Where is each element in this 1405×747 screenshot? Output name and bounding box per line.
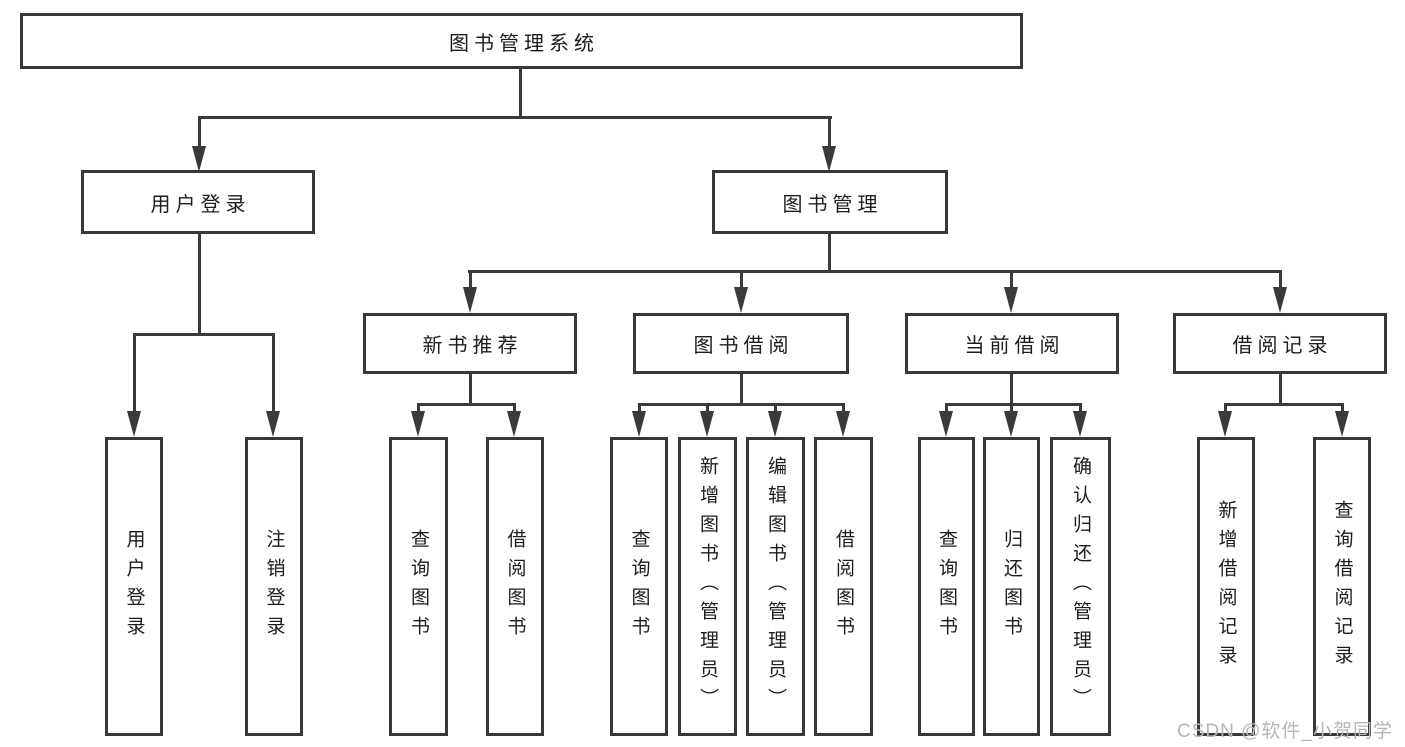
connector-line — [638, 403, 641, 414]
node-label: 用户登录 — [150, 193, 251, 216]
arrowhead-icon — [700, 411, 714, 437]
node-label: 查询借阅记录 — [1331, 499, 1353, 674]
leaf-query-borrow-record: 查询借阅记录 — [1313, 437, 1371, 736]
leaf-edit-books-admin: 编辑图书（管理员） — [746, 437, 805, 736]
leaf-add-borrow-record: 新增借阅记录 — [1197, 437, 1255, 736]
arrowhead-icon — [1004, 287, 1018, 313]
connector-line — [706, 403, 709, 414]
node-book-management: 图书管理 — [712, 170, 948, 234]
watermark: CSDN @软件_小贺同学 — [1177, 721, 1393, 742]
connector-line — [945, 403, 1082, 406]
node-user-login: 用户登录 — [81, 170, 315, 234]
leaf-return-books: 归还图书 — [983, 437, 1040, 736]
leaf-logout-login: 注销登录 — [245, 437, 303, 736]
node-label: 当前借阅 — [964, 335, 1065, 357]
node-label: 图书借阅 — [693, 335, 794, 357]
node-label: 新增图书（管理员） — [697, 456, 718, 717]
node-current-borrowing: 当前借阅 — [905, 313, 1119, 374]
connector-line — [198, 116, 832, 119]
node-label: 图书管理 — [782, 193, 883, 216]
connector-line — [1010, 372, 1013, 406]
node-label: 查询图书 — [628, 528, 650, 645]
node-label: 新增借阅记录 — [1215, 499, 1237, 674]
connector-line — [1010, 403, 1013, 414]
node-borrowing-records: 借阅记录 — [1173, 313, 1387, 374]
node-label: 查询图书 — [408, 528, 429, 645]
connector-line — [272, 333, 275, 413]
connector-line — [198, 232, 201, 336]
arrowhead-icon — [507, 411, 521, 437]
arrowhead-icon — [734, 287, 748, 313]
arrowhead-icon — [266, 411, 280, 437]
connector-line — [133, 333, 275, 336]
leaf-borrowing-query-books: 查询图书 — [610, 437, 668, 736]
leaf-current-query-books: 查询图书 — [918, 437, 975, 736]
connector-line — [842, 403, 845, 414]
node-new-book-recommend: 新书推荐 — [363, 313, 577, 374]
connector-line — [1224, 403, 1227, 414]
node-label: 用户登录 — [123, 528, 145, 645]
node-label: 编辑图书（管理员） — [765, 456, 786, 717]
connector-line — [469, 372, 472, 406]
connector-line — [1279, 270, 1282, 289]
leaf-user-login: 用户登录 — [105, 437, 163, 736]
connector-line — [198, 116, 201, 148]
connector-line — [417, 403, 420, 414]
connector-line — [945, 403, 948, 414]
arrowhead-icon — [1335, 411, 1349, 437]
connector-line — [638, 403, 845, 406]
connector-line — [1279, 372, 1282, 406]
arrowhead-icon — [411, 411, 425, 437]
leaf-add-books-admin: 新增图书（管理员） — [678, 437, 737, 736]
node-label: 借阅记录 — [1232, 335, 1333, 357]
connector-line — [740, 270, 743, 289]
node-label: 借阅图书 — [833, 528, 854, 645]
connector-line — [1224, 403, 1344, 406]
arrowhead-icon — [632, 411, 646, 437]
node-label: 确认归还（管理员） — [1070, 456, 1091, 717]
connector-line — [828, 116, 831, 148]
node-book-borrowing: 图书借阅 — [633, 313, 849, 374]
connector-line — [133, 333, 136, 413]
connector-line — [774, 403, 777, 414]
node-label: 注销登录 — [263, 528, 285, 645]
arrowhead-icon — [1218, 411, 1232, 437]
arrowhead-icon — [822, 146, 836, 172]
leaf-recommend-borrow-books: 借阅图书 — [486, 437, 544, 736]
arrowhead-icon — [1073, 411, 1087, 437]
connector-line — [417, 403, 516, 406]
node-library-management-system: 图书管理系统 — [20, 13, 1023, 69]
arrowhead-icon — [192, 146, 206, 172]
node-label: 查询图书 — [936, 528, 957, 645]
arrowhead-icon — [1273, 287, 1287, 313]
connector-line — [469, 270, 472, 289]
leaf-borrow-books: 借阅图书 — [814, 437, 873, 736]
node-label: 归还图书 — [1001, 528, 1022, 645]
connector-line — [740, 372, 743, 406]
connector-line — [519, 67, 522, 119]
arrowhead-icon — [768, 411, 782, 437]
leaf-recommend-query-books: 查询图书 — [389, 437, 448, 736]
connector-line — [513, 403, 516, 414]
connector-line — [468, 270, 1282, 273]
arrowhead-icon — [1004, 411, 1018, 437]
connector-line — [1010, 270, 1013, 289]
leaf-confirm-return-admin: 确认归还（管理员） — [1050, 437, 1111, 736]
arrowhead-icon — [836, 411, 850, 437]
node-label: 新书推荐 — [422, 335, 523, 357]
arrowhead-icon — [127, 411, 141, 437]
node-label: 借阅图书 — [504, 528, 526, 645]
connector-line — [828, 232, 831, 273]
connector-line — [1341, 403, 1344, 414]
connector-line — [1079, 403, 1082, 414]
arrowhead-icon — [939, 411, 953, 437]
arrowhead-icon — [463, 287, 477, 313]
node-label: 图书管理系统 — [449, 32, 599, 55]
